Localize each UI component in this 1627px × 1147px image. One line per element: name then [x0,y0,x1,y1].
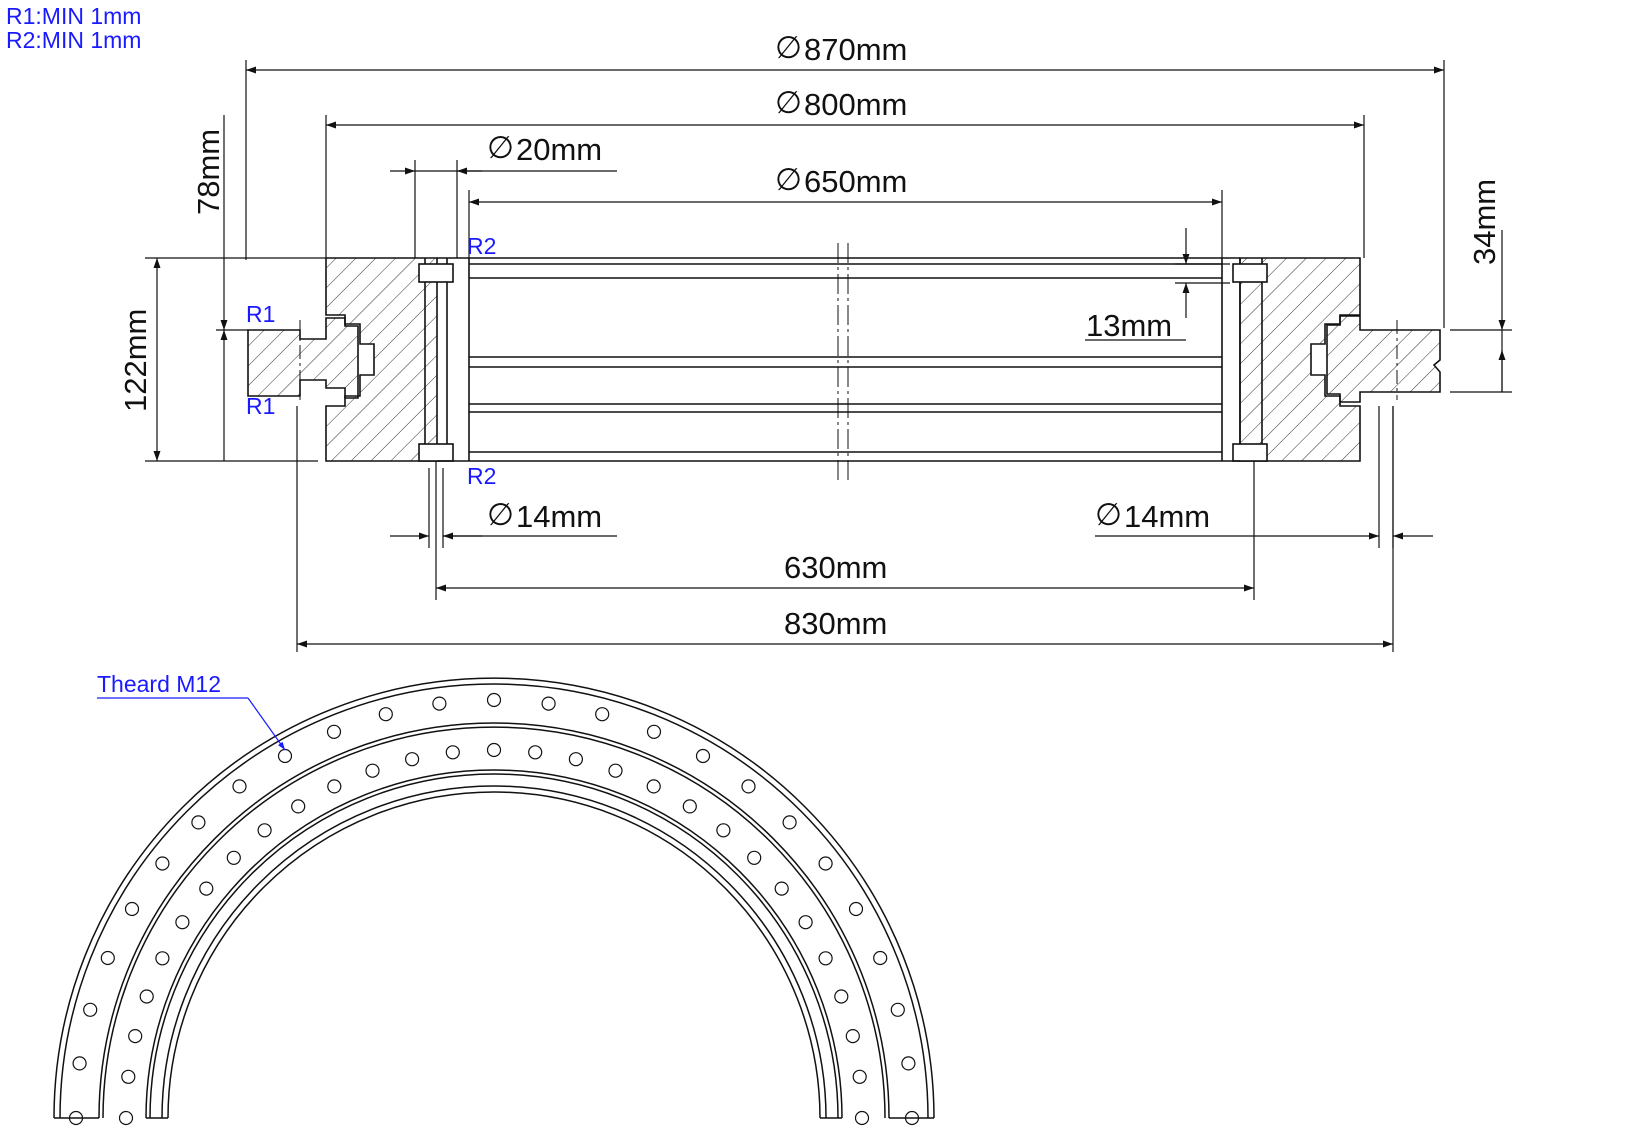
outer-bolt-hole [378,707,393,722]
dim-20: 20mm [516,132,602,167]
inner-bolt-hole [798,915,813,930]
outer-bolt-hole [818,856,833,871]
inner-bolt-hole [608,763,623,778]
outer-bolt-hole [741,779,756,794]
outer-bolt-hole [873,950,888,966]
inner-bolt-hole [128,1028,143,1044]
ring-outline-arc [98,722,890,1119]
outer-bolt-hole [326,724,342,739]
dim-78: 78mm [191,129,226,215]
outer-bolt-hole [232,779,247,794]
outer-bolt-hole [83,1002,98,1017]
dim-13: 13mm [1086,308,1172,343]
inner-bolt-hole [682,799,697,814]
ring-outline-arc [167,791,821,1119]
outer-bolt-hole [541,696,556,711]
dim-870: 870mm [804,32,907,67]
diameter-symbol: ∅ [1095,497,1122,532]
inner-bolt-hole [854,1110,870,1126]
inner-bolt-hole [774,881,789,896]
outer-bolt-hole [890,1002,905,1017]
inner-bolt-hole [365,763,380,778]
plan-view-half-ring [53,677,935,1126]
diameter-symbol: ∅ [775,162,802,197]
inner-bolt-hole [445,745,460,760]
inner-bolt-hole [226,850,241,865]
inner-bolt-hole [175,915,190,930]
outer-bolt-hole [277,748,293,764]
outer-ring-right-section [1326,315,1441,403]
ring-outline-arc [102,726,886,1119]
ring-outline-arc [161,785,827,1119]
outer-bolt-hole [848,901,864,917]
inner-bolt-hole [568,752,584,767]
outer-bolt-hole [904,1110,920,1126]
outer-bolt-hole [100,950,115,966]
inner-bolt-hole [291,799,306,814]
outer-bolt-hole [901,1056,916,1071]
inner-bolt-hole [257,823,272,838]
inner-bolt-hole [405,752,420,767]
dimension-lines [145,60,1512,652]
outer-bolt-hole [155,856,170,871]
dim-122: 122mm [118,309,153,412]
ring-outline-arc [145,769,843,1119]
outer-bolt-hole [595,707,610,722]
inner-ring-right-section [1239,257,1361,462]
thread-callout-label: Theard M12 [97,671,221,697]
inner-bolt-hole [852,1069,867,1084]
inner-bolt-hole [199,881,214,896]
inner-bolt-hole [528,745,543,760]
diameter-symbol: ∅ [775,85,802,120]
inner-bolt-hole [845,1028,860,1044]
dim-14-left: 14mm [516,499,602,534]
section-view [247,243,1441,480]
outer-bolt-hole [695,748,711,764]
dim-800: 800mm [804,87,907,122]
inner-bolt-hole [155,951,170,966]
radius-label-r1-top: R1 [246,301,275,327]
ring-outline-arc [53,677,935,1119]
thread-callout: Theard M12 [97,671,286,751]
radius-label-r2-top: R2 [467,233,496,259]
diameter-symbol: ∅ [487,130,514,165]
dim-830: 830mm [784,606,887,641]
outer-ring-left-section [247,317,359,399]
outer-bolt-hole [432,696,447,711]
outer-bolt-hole [191,815,206,830]
inner-bolt-hole [327,779,342,794]
outer-bolt-hole [68,1110,84,1126]
radius-label-r2-bottom: R2 [467,463,496,489]
dimension-labels: ∅ 870mm ∅ 800mm ∅ 20mm ∅ 650mm 78mm 122m… [118,30,1502,641]
outer-bolt-hole [486,692,502,708]
dim-14-right: 14mm [1124,499,1210,534]
ring-outline-arc [149,773,839,1119]
inner-bolt-hole [118,1110,134,1126]
dim-34: 34mm [1467,179,1502,265]
dim-650: 650mm [804,164,907,199]
inner-bolt-hole [834,989,849,1004]
outer-bolt-hole [782,815,797,830]
radius-label-r1-bottom: R1 [246,393,275,419]
diameter-symbol: ∅ [487,497,514,532]
dim-630: 630mm [784,550,887,585]
inner-bolt-hole [818,951,833,966]
inner-bolt-hole [646,779,661,794]
inner-bolt-hole [716,823,731,838]
outer-bolt-hole [72,1056,87,1071]
outer-bolt-hole [646,724,662,739]
note-r2-min: R2:MIN 1mm [6,27,141,53]
ring-outline-arc [59,683,929,1119]
diameter-symbol: ∅ [775,30,802,65]
outer-bolt-hole [124,901,140,917]
note-r1-min: R1:MIN 1mm [6,3,141,29]
inner-bolt-hole [139,989,154,1004]
inner-bolt-hole [747,850,762,865]
inner-bolt-hole [486,742,502,758]
inner-bolt-hole [121,1069,136,1084]
